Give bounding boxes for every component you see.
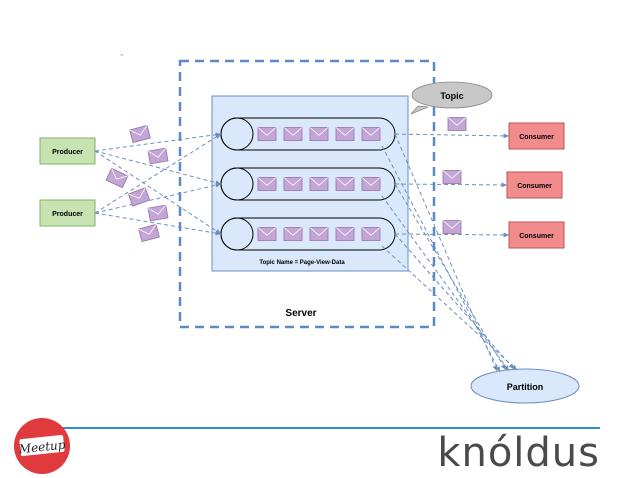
consumer-box-3 xyxy=(508,221,565,249)
stray-mark: ~ xyxy=(120,53,124,59)
lane-3-to-partition-arrow-b xyxy=(381,245,518,371)
lane-3-message-3-icon xyxy=(309,227,329,241)
meetup-logo-text: Meetup xyxy=(17,438,66,457)
lane-1-message-3-icon xyxy=(309,127,329,141)
outbound-message-1-icon xyxy=(447,117,467,131)
producer-1-to-lane-3-arrow xyxy=(94,150,222,235)
partition-node xyxy=(470,368,580,404)
producer-1-to-lane-1-arrow xyxy=(94,132,222,152)
inflight-message-6-icon xyxy=(138,223,160,243)
consumer-label-2: Consumer xyxy=(517,183,552,190)
outbound-message-2-icon xyxy=(442,170,462,184)
lane-1-to-partition-arrow-b xyxy=(381,145,501,373)
producer-2-to-lane-2-arrow xyxy=(94,182,222,214)
brand-wordmark: knóldus xyxy=(437,430,600,476)
inflight-message-4-icon xyxy=(127,187,151,207)
topic-callout-bubble xyxy=(411,81,493,109)
lane-2-message-2-icon xyxy=(283,177,303,191)
lane-2-message-5-icon xyxy=(361,177,381,191)
lane-1-message-5-icon xyxy=(361,127,381,141)
lane-2-to-partition-arrow-a xyxy=(394,183,507,371)
producer-2-to-lane-1-arrow xyxy=(94,133,222,214)
inflight-message-5-icon xyxy=(147,204,169,222)
lane-1-message-1-icon xyxy=(257,127,277,141)
lane-1-message-4-icon xyxy=(335,127,355,141)
lane-3-to-partition-arrow-a xyxy=(394,233,515,370)
inflight-message-1-icon xyxy=(129,124,151,144)
topic-label: Topic xyxy=(440,91,463,101)
producer-label-2: Producer xyxy=(52,211,83,218)
lane-1-to-partition-arrow-a xyxy=(394,133,498,372)
lane-2-message-3-icon xyxy=(309,177,329,191)
outbound-message-3-icon xyxy=(442,220,462,234)
lane-2-to-consumer-arrow xyxy=(394,182,508,188)
lane-1-to-consumer-arrow xyxy=(394,133,510,139)
partition-label: Partition xyxy=(507,382,544,392)
consumer-label-1: Consumer xyxy=(519,134,554,141)
lane-3-message-5-icon xyxy=(361,227,381,241)
consumer-box-2 xyxy=(506,171,563,199)
consumer-label-3: Consumer xyxy=(519,233,554,240)
producer-2-to-lane-3-arrow xyxy=(94,212,222,236)
server-label: Server xyxy=(285,308,316,319)
producer-1-to-lane-2-arrow xyxy=(94,150,222,185)
topic-name-label: Topic Name = Page-View-Data xyxy=(259,260,345,266)
producer-label-1: Producer xyxy=(52,149,83,156)
inflight-message-2-icon xyxy=(147,147,169,165)
flow-arrows xyxy=(94,132,518,373)
lane-3-message-4-icon xyxy=(335,227,355,241)
server-frame xyxy=(178,59,436,329)
producer-box-1 xyxy=(39,137,96,165)
producer-box-2 xyxy=(39,199,96,227)
lane-3-to-consumer-arrow xyxy=(394,232,510,238)
lane-3-message-1-icon xyxy=(257,227,277,241)
lane-1-message-2-icon xyxy=(283,127,303,141)
lane-3-message-2-icon xyxy=(283,227,303,241)
lane-2-message-4-icon xyxy=(335,177,355,191)
lane-2-to-partition-arrow-b xyxy=(381,195,510,372)
consumer-box-1 xyxy=(508,122,565,150)
lane-2-message-1-icon xyxy=(257,177,277,191)
message-envelopes xyxy=(105,117,467,243)
meetup-logo: Meetup xyxy=(14,418,70,474)
topic-callout xyxy=(410,105,429,115)
inflight-message-3-icon xyxy=(105,167,129,189)
